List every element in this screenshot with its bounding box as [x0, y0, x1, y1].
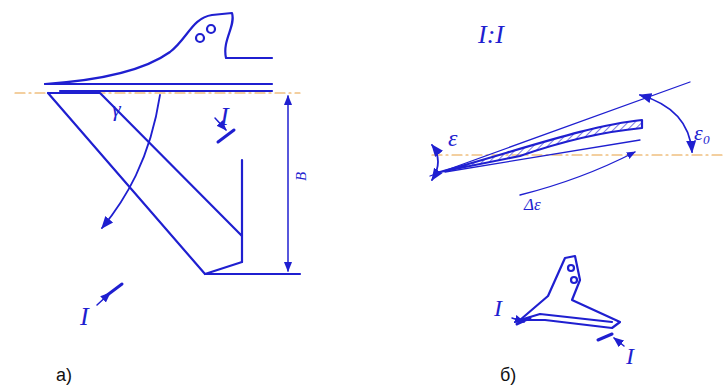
panel-label: а) — [56, 366, 72, 384]
angle-label: Δε — [524, 196, 541, 213]
dimension-label: В — [294, 170, 309, 181]
angle-label: ε₀ — [694, 122, 710, 144]
panel-label: б) — [500, 366, 516, 384]
angle-label: γ — [112, 98, 121, 120]
section-mark: I — [220, 104, 229, 130]
section-mark: I — [494, 296, 502, 320]
section-mark: I — [80, 304, 89, 330]
section-mark: I — [626, 344, 634, 368]
angle-label: ε — [448, 126, 457, 150]
section-title: I:I — [478, 22, 504, 48]
